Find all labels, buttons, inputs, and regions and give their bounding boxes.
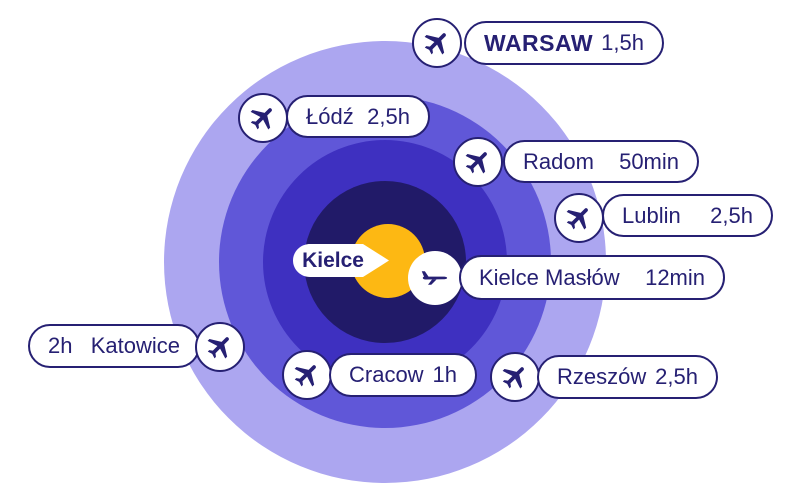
destination-pill: Rzeszów 2,5h xyxy=(537,355,718,399)
plane-badge xyxy=(195,322,245,372)
travel-time: 12min xyxy=(645,264,705,290)
city-label: WARSAW xyxy=(484,29,594,56)
plane-badge xyxy=(412,18,462,68)
travel-time: 1,5h xyxy=(601,30,644,55)
plane-topview-icon xyxy=(207,337,229,359)
plane-topview-icon xyxy=(424,33,446,55)
destination-pill: Cracow 1h xyxy=(329,353,477,397)
city-label: Cracow xyxy=(349,362,424,387)
plane-badge xyxy=(490,352,540,402)
plane-badge xyxy=(453,137,503,187)
destination-pill: Łódź 2,5h xyxy=(286,95,430,138)
origin-label: Kielce xyxy=(302,248,364,272)
tag-shape xyxy=(293,244,389,277)
city-label: Katowice xyxy=(90,333,180,358)
city-label: Lublin xyxy=(622,202,681,228)
destination-pill: Kielce Masłów 12min xyxy=(459,255,725,300)
plane-badge xyxy=(238,93,288,143)
city-label: Rzeszów xyxy=(557,364,647,389)
plane-badge xyxy=(408,251,462,305)
destination-pill: WARSAW 1,5h xyxy=(464,21,664,65)
plane-topview-icon xyxy=(465,152,487,174)
travel-time: 2,5h xyxy=(710,202,753,228)
travel-time: 1h xyxy=(432,362,457,387)
plane-topview-icon xyxy=(566,208,588,230)
destination-pill: Radom 50min xyxy=(503,140,699,183)
travel-time: 2,5h xyxy=(367,103,410,129)
travel-time: 50min xyxy=(619,148,679,174)
city-label: Radom xyxy=(523,148,594,174)
plane-sideview-icon xyxy=(421,271,448,285)
travel-time: 2h xyxy=(48,333,73,358)
plane-topview-icon xyxy=(250,108,272,130)
kielce-origin-tag: Kielce xyxy=(292,243,394,278)
travel-time: 2,5h xyxy=(655,364,698,389)
city-label: Łódź xyxy=(306,103,354,129)
plane-badge xyxy=(554,193,604,243)
destination-pill: Lublin 2,5h xyxy=(602,194,773,237)
plane-topview-icon xyxy=(294,365,316,387)
city-label: Kielce Masłów xyxy=(479,264,620,290)
plane-badge xyxy=(282,350,332,400)
plane-topview-icon xyxy=(502,367,524,389)
